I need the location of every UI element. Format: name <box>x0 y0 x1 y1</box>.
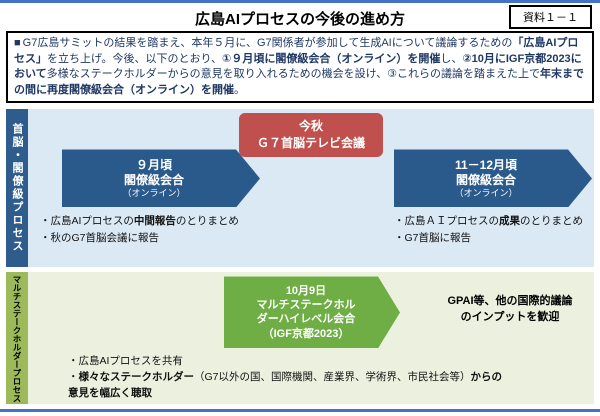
autumn-box-line1: 今秋 <box>298 119 324 134</box>
novdec-notes: ・広島ＡＩプロセスの成果のとりまとめ ・G7首脳に報告 <box>394 213 583 246</box>
ministerial-process-section: 首脳・閣僚級プロセス 今秋 Ｇ７首脳テレビ会議 ９月頃 閣僚級会合 （オンライン… <box>6 109 594 268</box>
novdec-meeting-arrow: 11－12月頃 閣僚級会合 （オンライン） <box>394 149 592 207</box>
summary-marker: ■ <box>14 37 21 49</box>
multistakeholder-notes: ・広島AIプロセスを共有 ・様々なステークホルダー（G7以外の国、国際機関、産業… <box>68 354 508 401</box>
summary-seg-3: ①９月頃に閣僚級会合（オンライン）を開催 <box>222 52 441 65</box>
novdec-arrow-line1: 11－12月頃 <box>454 157 518 172</box>
note-text-bold: からの意見を幅広く聴取 <box>68 371 503 399</box>
highlevel-meeting-arrow: 10月9日 マルチステークホル ダーハイレベル会合 （IGF京都2023） <box>224 276 400 348</box>
autumn-g7-video-meeting-box: 今秋 Ｇ７首脳テレビ会議 <box>238 113 384 158</box>
gpai-note: GPAI等、他の国際的議論 のインプットを歓迎 <box>412 294 600 326</box>
september-arrow-line1: ９月頃 <box>135 157 172 172</box>
note-text: （G7以外の国、国際機関、産業界、学術界、市民社会等） <box>194 371 471 384</box>
summary-seg-6: 多様なステークホルダーからの意見を取り入れるための機会を設け、③これらの議論を踏… <box>46 68 540 81</box>
novdec-arrow-line3: （オンライン） <box>454 187 518 198</box>
page-title: 広島AIプロセスの今後の進め方 <box>194 11 405 28</box>
note-text-bold: 様々なステークホルダー <box>78 371 195 384</box>
note-text: ・秋のG7首脳会議に報告 <box>40 231 160 244</box>
multistakeholder-process-label: マルチステークホルダープロセス <box>6 272 28 405</box>
highlevel-arrow-line3: ダーハイレベル会合 <box>256 313 356 326</box>
doc-number-badge: 資料１－１ <box>509 5 592 29</box>
summary-seg-8: 。 <box>234 83 245 96</box>
summary-seg-1: 「広島AIプロセス」 <box>14 37 579 65</box>
note-text-bold: 中間報告 <box>133 215 176 228</box>
summary-seg-4: し、 <box>440 52 463 65</box>
highlevel-arrow-line4: （IGF京都2023） <box>262 327 350 340</box>
note-text: ・ <box>68 371 79 384</box>
ministerial-process-panel: 今秋 Ｇ７首脳テレビ会議 ９月頃 閣僚級会合 （オンライン） 11－12月頃 閣… <box>28 109 594 268</box>
summary-box: ■G7広島サミットの結果を踏まえ、本年５月に、G7関係者が参加して生成AIについ… <box>6 31 594 104</box>
novdec-arrow-line2: 閣僚級会合 <box>455 172 516 187</box>
summary-seg-7: 年末までの間に再度閣僚級会合（オンライン）を開催 <box>14 68 584 96</box>
list-item: ・広島AIプロセスの中間報告のとりまとめ <box>40 213 239 229</box>
list-item: ・広島AIプロセスを共有 <box>68 354 508 370</box>
header: 広島AIプロセスの今後の進め方 資料１－１ <box>0 3 600 29</box>
multistakeholder-process-section: マルチステークホルダープロセス 10月9日 マルチステークホル ダーハイレベル会… <box>6 272 594 405</box>
note-text-bold: 成果 <box>499 215 520 228</box>
september-meeting-arrow: ９月頃 閣僚級会合 （オンライン） <box>62 149 260 207</box>
highlevel-arrow-line1: 10月9日 <box>285 284 327 297</box>
note-text: のとりまとめ <box>175 215 239 228</box>
list-item: ・広島ＡＩプロセスの成果のとりまとめ <box>394 213 583 229</box>
note-text: ・広島ＡＩプロセスの <box>394 215 499 228</box>
note-text: ・広島AIプロセスの <box>40 215 134 228</box>
highlevel-arrow-line2: マルチステークホル <box>256 299 356 312</box>
note-text: のとりまとめ <box>520 215 583 228</box>
summary-seg-5: ②10月にIGF京都2023において <box>14 52 582 81</box>
gpai-note-line1: GPAI等、他の国際的議論 <box>447 295 573 308</box>
list-item: ・秋のG7首脳会議に報告 <box>40 230 239 246</box>
note-text: ・広島AIプロセスを共有 <box>68 355 183 368</box>
autumn-box-line2: Ｇ７首脳テレビ会議 <box>256 136 366 151</box>
bottom-accent-bar <box>0 409 600 412</box>
september-notes: ・広島AIプロセスの中間報告のとりまとめ ・秋のG7首脳会議に報告 <box>40 213 239 246</box>
summary-seg-0: G7広島サミットの結果を踏まえ、本年５月に、G7関係者が参加して生成AIについて… <box>22 37 513 49</box>
multistakeholder-process-panel: 10月9日 マルチステークホル ダーハイレベル会合 （IGF京都2023） GP… <box>28 272 594 405</box>
list-item: ・G7首脳に報告 <box>394 230 583 246</box>
top-accent-bar <box>0 0 600 3</box>
gpai-note-line2: のインプットを歓迎 <box>460 311 560 324</box>
list-item: ・様々なステークホルダー（G7以外の国、国際機関、産業界、学術界、市民社会等）か… <box>68 370 508 402</box>
note-text: ・G7首脳に報告 <box>394 231 472 244</box>
september-arrow-line2: 閣僚級会合 <box>123 172 184 187</box>
summary-seg-2: を立ち上げ。今後、以下のとおり、 <box>47 52 223 65</box>
september-arrow-line3: （オンライン） <box>122 187 186 198</box>
ministerial-process-label: 首脳・閣僚級プロセス <box>6 109 28 268</box>
